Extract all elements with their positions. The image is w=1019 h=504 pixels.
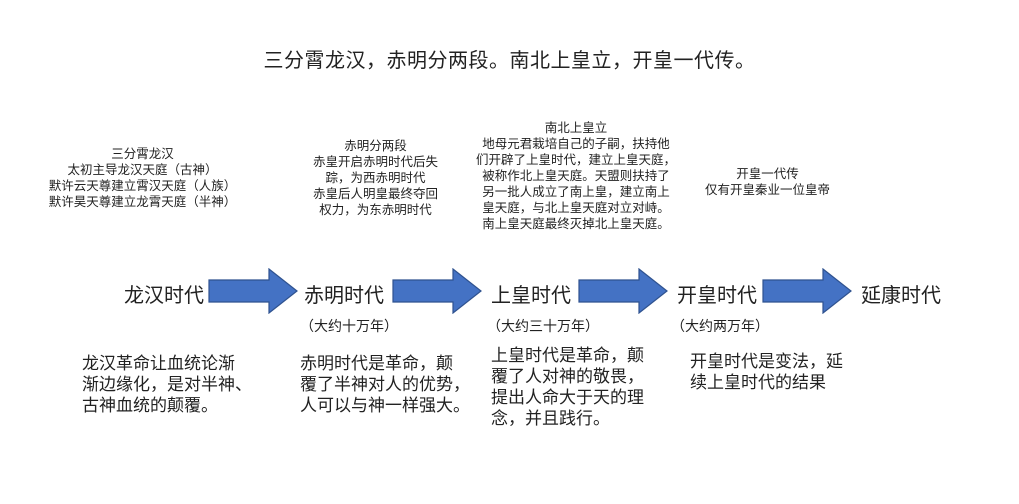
- desc-line: 渐边缘化，是对半神、: [82, 375, 252, 395]
- duration-chiming: （大约十万年）: [300, 319, 398, 335]
- note-line: 太初主导龙汉天庭（古神）: [67, 162, 218, 177]
- era-chiming: 赤明时代: [304, 283, 384, 307]
- note-line: 南北上皇立: [544, 120, 608, 135]
- desc-chiming: 赤明时代是革命，颠 覆了半神对人的优势， 人可以与神一样强大。: [300, 354, 470, 417]
- note-line: 仅有开皇秦业一位皇帝: [704, 182, 830, 197]
- desc-line: 赤明时代是革命，颠: [300, 354, 453, 374]
- note-line: 开皇一代传: [736, 166, 799, 181]
- era-yankang: 延康时代: [861, 283, 941, 307]
- duration-kaihuang: （大约两万年）: [671, 319, 769, 335]
- note-chiming: 赤明分两段 赤皇开启赤明时代后失 踪，为西赤明时代 赤皇后人明皇最终夺回 权力，…: [293, 138, 458, 218]
- desc-line: 续上皇时代的结果: [690, 373, 826, 393]
- right-arrow-icon: [208, 268, 298, 314]
- right-arrow-icon: [762, 268, 852, 314]
- note-line: 赤皇开启赤明时代后失: [312, 154, 438, 169]
- note-line: 三分霄龙汉: [111, 146, 174, 161]
- era-shanghuang: 上皇时代: [491, 283, 571, 307]
- note-line: 们开辟了上皇时代，建立上皇天庭，: [475, 152, 676, 167]
- note-shanghuang: 南北上皇立 地母元君栽培自己的子嗣，扶持他 们开辟了上皇时代，建立上皇天庭， 被…: [467, 120, 685, 232]
- note-line: 被称作北上皇天庭。天盟则扶持了: [482, 168, 670, 183]
- diagram-title: 三分霄龙汉，赤明分两段。南北上皇立，开皇一代传。: [263, 48, 756, 72]
- desc-line: 古神血统的颠覆。: [82, 396, 218, 416]
- note-line: 赤明分两段: [344, 138, 407, 153]
- era-longhan: 龙汉时代: [124, 283, 204, 307]
- note-line: 赤皇后人明皇最终夺回: [312, 186, 438, 201]
- note-line: 权力，为东赤明时代: [319, 202, 432, 217]
- desc-line: 人可以与神一样强大。: [300, 396, 470, 416]
- desc-line: 上皇时代是革命，颠: [491, 346, 644, 366]
- desc-kaihuang: 开皇时代是变法，延 续上皇时代的结果: [690, 352, 843, 394]
- note-line: 另一批人成立了南上皇，建立南上: [482, 184, 670, 199]
- note-longhan: 三分霄龙汉 太初主导龙汉天庭（古神） 默许云天尊建立霄汉天庭（人族） 默许昊天尊…: [40, 146, 245, 210]
- right-arrow-icon: [578, 268, 668, 314]
- desc-line: 龙汉革命让血统论渐: [82, 354, 235, 374]
- era-kaihuang: 开皇时代: [677, 283, 757, 307]
- note-kaihuang: 开皇一代传 仅有开皇秦业一位皇帝: [690, 166, 845, 198]
- right-arrow-icon: [392, 268, 482, 314]
- desc-shanghuang: 上皇时代是革命，颠 覆了人对神的敬畏， 提出人命大于天的理 念，并且践行。: [491, 346, 644, 430]
- desc-longhan: 龙汉革命让血统论渐 渐边缘化，是对半神、 古神血统的颠覆。: [82, 354, 252, 417]
- desc-line: 开皇时代是变法，延: [690, 352, 843, 372]
- note-line: 踪，为西赤明时代: [325, 170, 426, 185]
- note-line: 皇天庭，与北上皇天庭对立对峙。: [482, 200, 670, 215]
- desc-line: 覆了半神对人的优势，: [300, 375, 470, 395]
- note-line: 默许云天尊建立霄汉天庭（人族）: [48, 178, 237, 193]
- desc-line: 提出人命大于天的理: [491, 388, 644, 408]
- note-line: 南上皇天庭最终灭掉北上皇天庭。: [482, 216, 670, 231]
- note-line: 地母元君栽培自己的子嗣，扶持他: [482, 136, 670, 151]
- desc-line: 覆了人对神的敬畏，: [491, 367, 644, 387]
- note-line: 默许昊天尊建立龙霄天庭（半神）: [48, 194, 237, 209]
- desc-line: 念，并且践行。: [491, 409, 610, 429]
- duration-shanghuang: （大约三十万年）: [487, 319, 599, 335]
